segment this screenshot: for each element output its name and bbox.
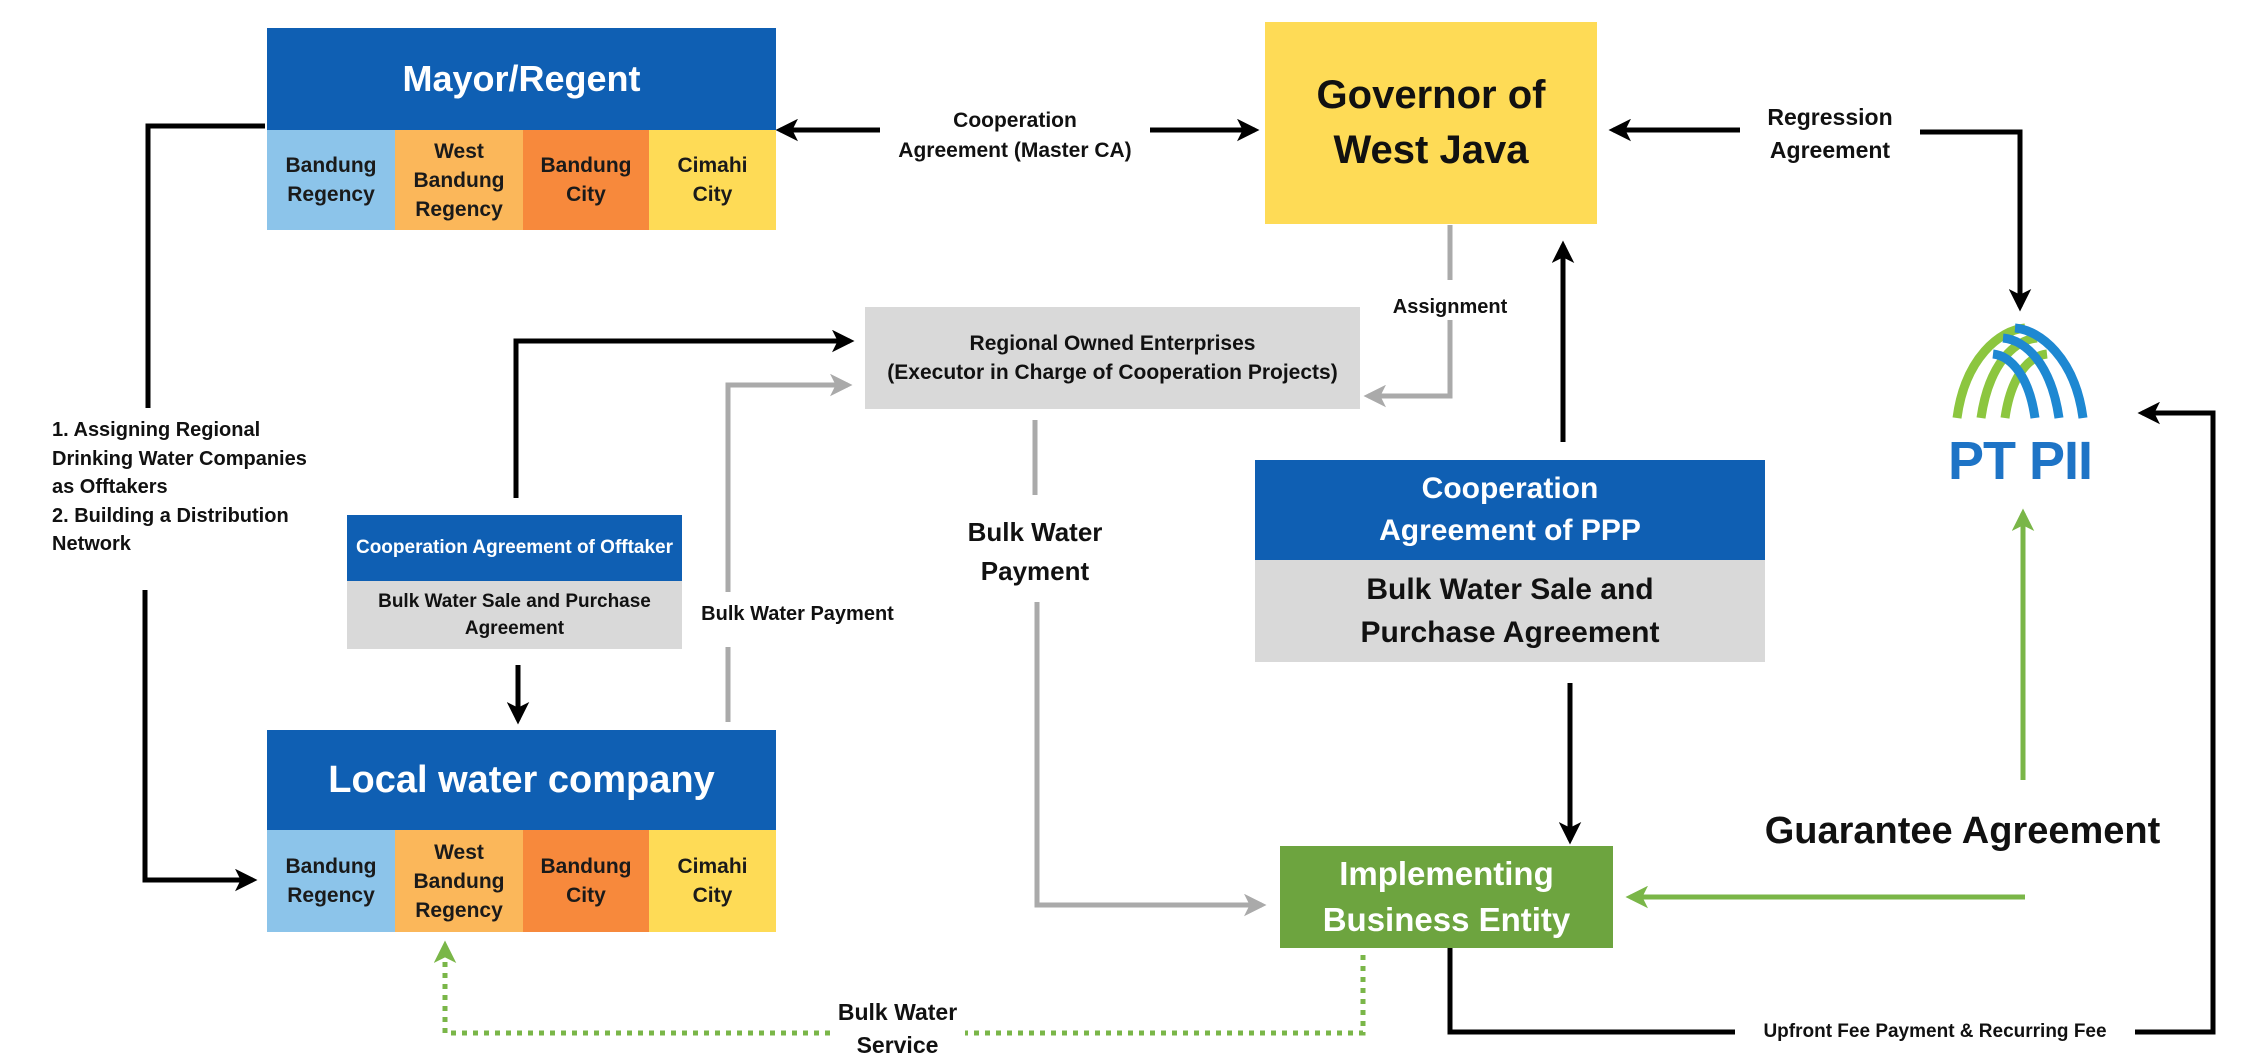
label-cooperation-master-ca: Cooperation Agreement (Master CA) xyxy=(880,106,1150,166)
implementing-business-entity-box: Implementing Business Entity xyxy=(1280,846,1613,948)
offtaker-to-roe-arrow xyxy=(513,329,855,498)
mayor-to-local-arrow xyxy=(142,590,258,892)
label-guarantee-agreement: Guarantee Agreement xyxy=(1764,810,2161,852)
offtaker-agreement-title: Cooperation Agreement of Offtaker xyxy=(347,515,682,581)
assignment-arrow xyxy=(1368,225,1453,396)
mayor-regent-title: Mayor/Regent xyxy=(267,28,776,130)
local-water-company-title: Local water company xyxy=(267,730,776,830)
mayor-cell-west-bandung-regency: West Bandung Regency xyxy=(395,130,523,230)
upfront-fee-line xyxy=(1447,413,2216,1035)
label-bulk-water-payment-center: Bulk Water Payment xyxy=(967,517,1103,586)
mayor-cell-bandung-regency: Bandung Regency xyxy=(267,130,395,230)
bulk-payment-center-arrow xyxy=(1034,602,1267,917)
label-bulk-water-payment-left: Bulk Water Payment xyxy=(701,603,894,625)
governor-box: Governor of West Java xyxy=(1265,22,1597,224)
label-bulk-water-service: Bulk Water Service xyxy=(837,999,958,1058)
mayor-cell-bandung-city: Bandung City xyxy=(523,130,649,230)
local-cell-cimahi-city: Cimahi City xyxy=(649,830,776,932)
ppp-agreement-subtitle: Bulk Water Sale and Purchase Agreement xyxy=(1255,560,1765,662)
label-assignment: Assignment xyxy=(1380,294,1520,320)
mayor-to-local-line xyxy=(145,123,265,408)
ptpii-logo: PT PII xyxy=(1945,318,2095,498)
label-assigning-notes: 1. Assigning Regional Drinking Water Com… xyxy=(52,419,307,555)
ppp-agreement-title: Cooperation Agreement of PPP xyxy=(1255,460,1765,560)
label-regression-agreement: Regression Agreement xyxy=(1740,101,1920,167)
local-cell-bandung-regency: Bandung Regency xyxy=(267,830,395,932)
label-upfront-fee: Upfront Fee Payment & Recurring Fee xyxy=(1735,1018,2135,1046)
ptpii-arches-icon xyxy=(1952,323,2088,419)
local-cell-west-bandung-regency: West Bandung Regency xyxy=(395,830,523,932)
regression-arrow-to-ptpii xyxy=(1905,129,2032,312)
bulk-payment-left-arrow xyxy=(725,373,853,592)
mayor-cell-cimahi-city: Cimahi City xyxy=(649,130,776,230)
regional-owned-enterprises-box: Regional Owned Enterprises (Executor in … xyxy=(865,307,1360,409)
ptpii-logo-text: PT PII xyxy=(1947,431,2093,491)
local-cell-bandung-city: Bandung City xyxy=(523,830,649,932)
offtaker-agreement-subtitle: Bulk Water Sale and Purchase Agreement xyxy=(347,581,682,649)
bulk-service-dotted-line xyxy=(445,945,1366,1036)
